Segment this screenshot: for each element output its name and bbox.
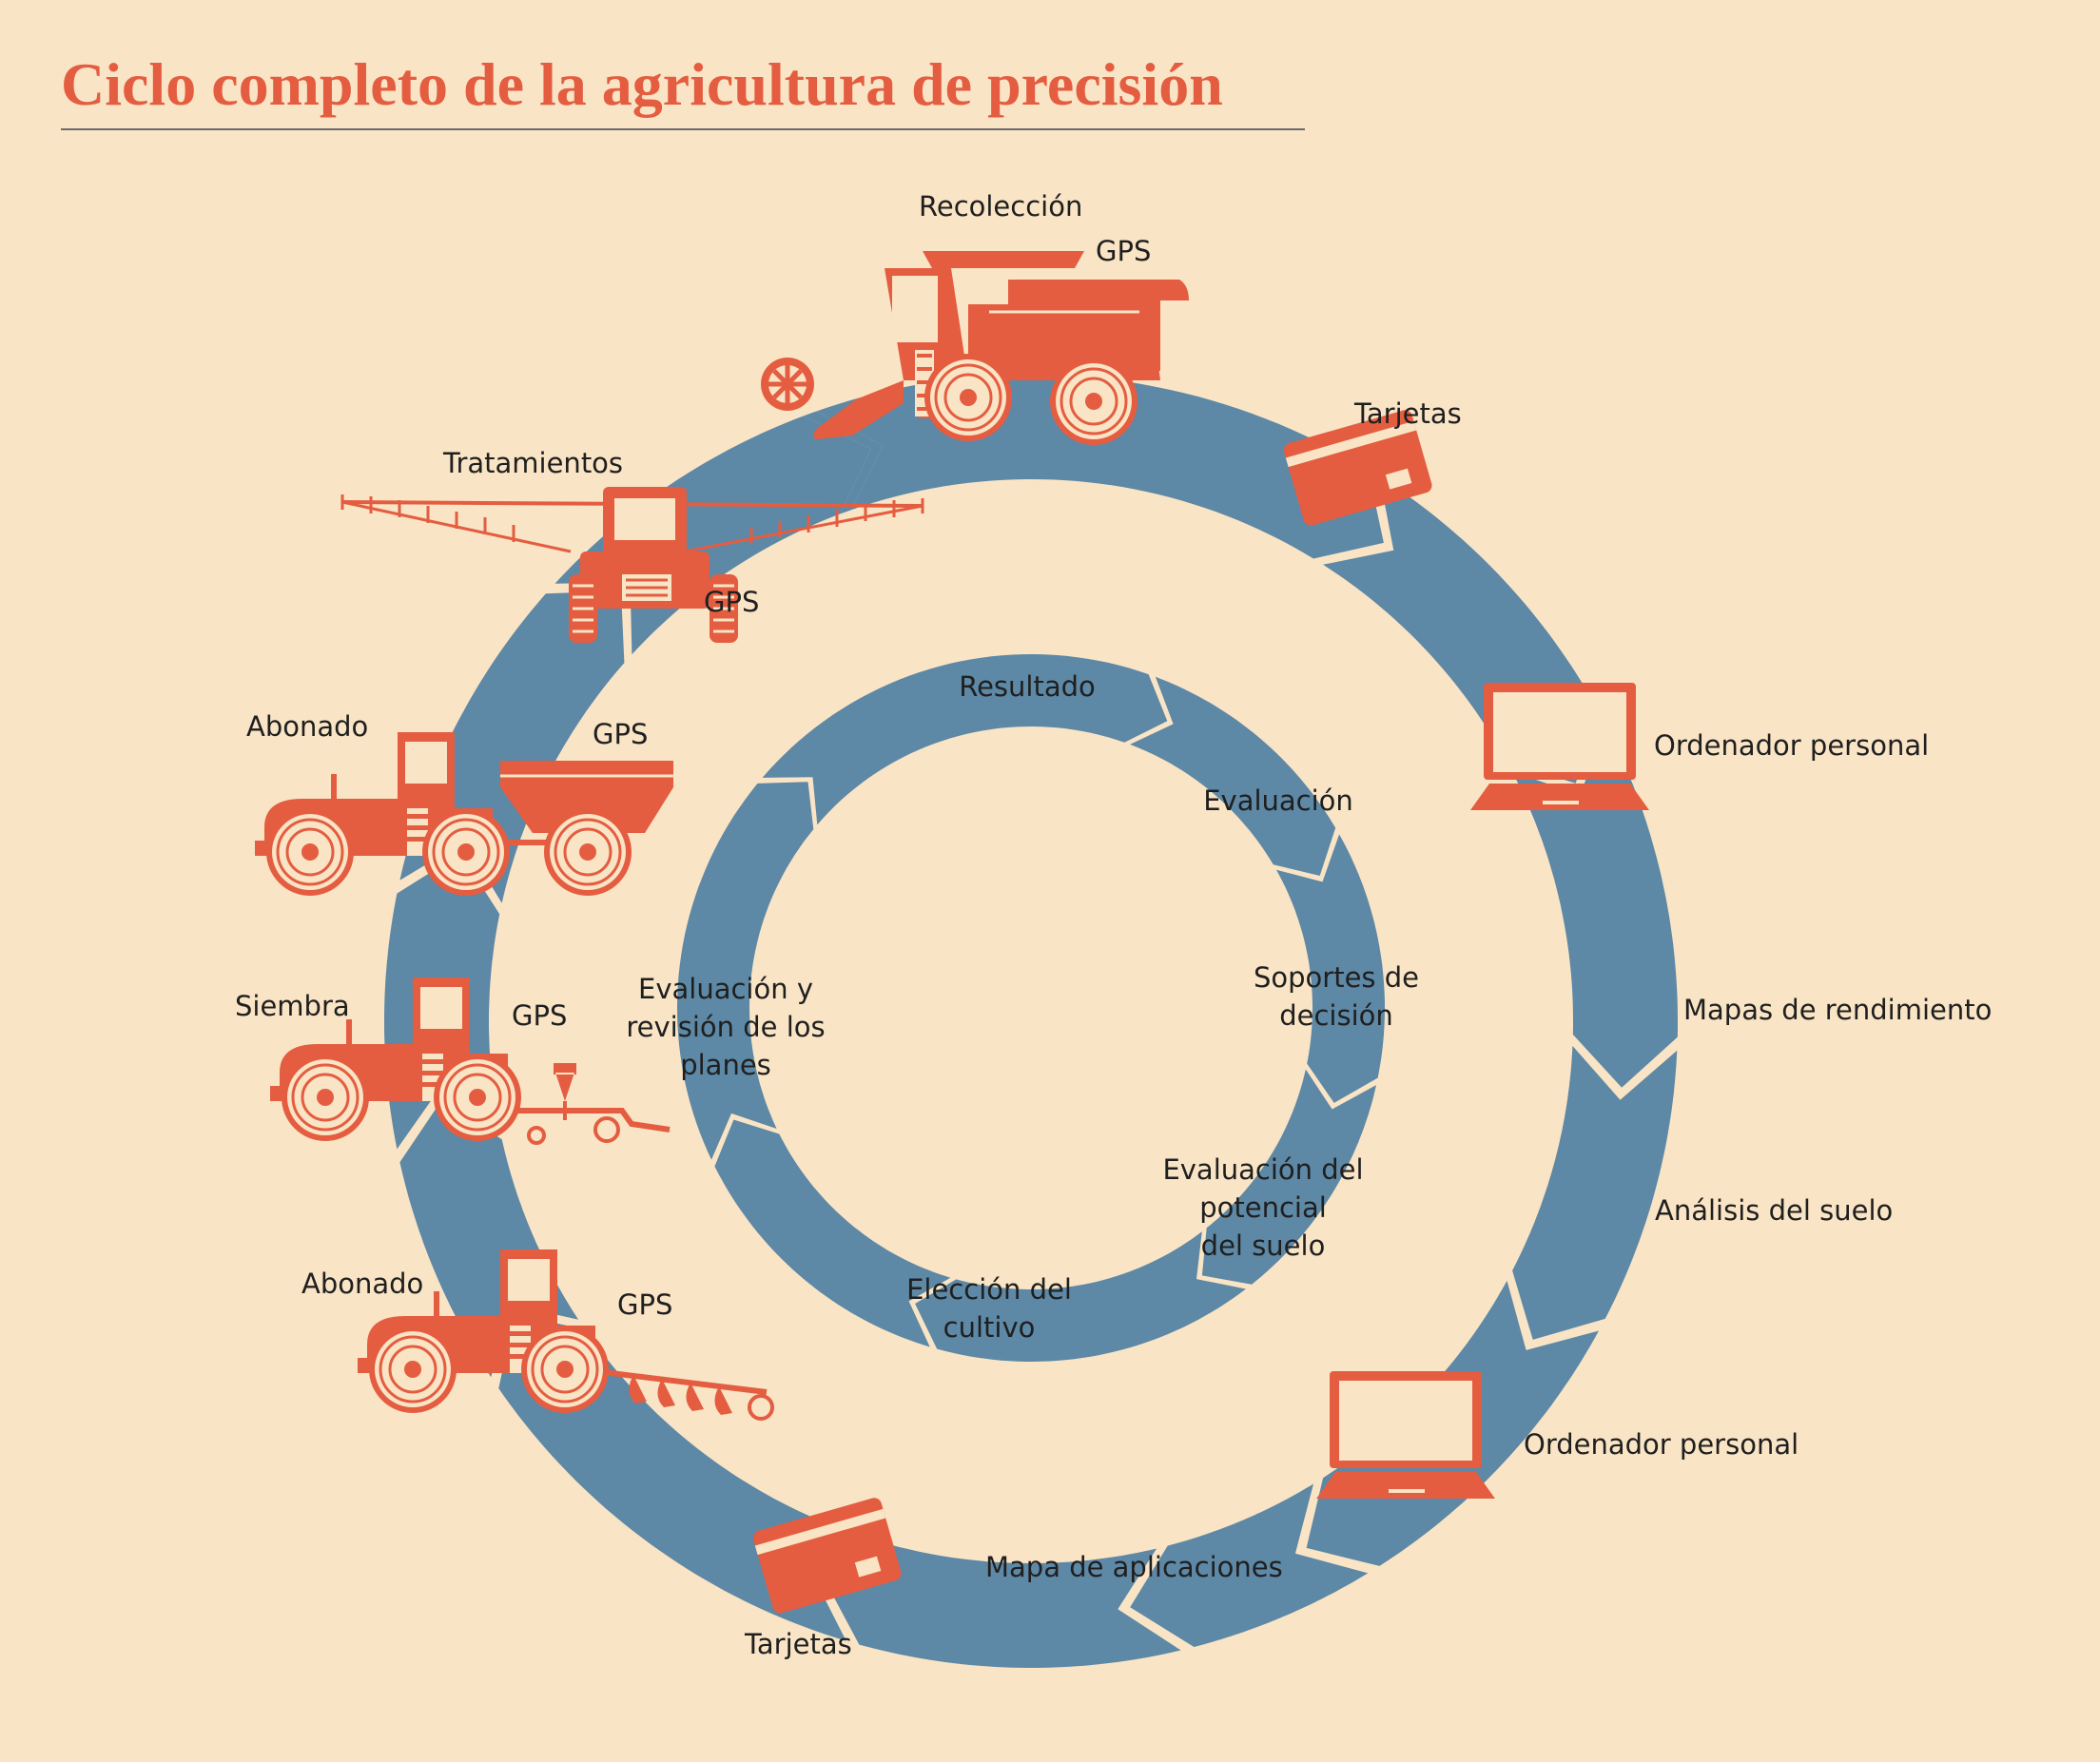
label-abonado-top: Abonado — [246, 710, 369, 743]
tractor-spreader-icon — [255, 732, 673, 898]
outer-ring-segment — [1512, 724, 1678, 1088]
label-soportes-decision: Soportes de decisión — [1253, 961, 1420, 1032]
label-ordenador-bottom: Ordenador personal — [1524, 1428, 1799, 1461]
outer-ring-segment — [803, 411, 884, 514]
label-analisis-suelo: Análisis del suelo — [1655, 1194, 1894, 1227]
label-potencial-suelo: Evaluación del potencial del suelo — [1162, 1153, 1364, 1262]
outer-ring-segment — [1130, 1483, 1369, 1647]
label-recoleccion: Recolección — [919, 190, 1083, 223]
label-evaluacion: Evaluación — [1203, 784, 1353, 817]
inner-ring-segment — [677, 782, 814, 1160]
outer-ring — [384, 375, 1678, 1668]
label-resultado: Resultado — [959, 670, 1096, 703]
label-gps-recoleccion: GPS — [1096, 235, 1152, 267]
title-divider — [61, 128, 1305, 130]
label-tarjetas-top: Tarjetas — [1354, 397, 1462, 430]
label-mapa-aplicaciones: Mapa de aplicaciones — [985, 1551, 1283, 1583]
outer-ring-segment — [1512, 1045, 1678, 1340]
label-abonado-bottom: Abonado — [301, 1268, 424, 1300]
tractor-plough-icon — [358, 1249, 774, 1421]
label-ordenador-top: Ordenador personal — [1654, 729, 1930, 762]
inner-ring-segment — [1201, 1069, 1376, 1285]
label-eleccion-cultivo: Elección del cultivo — [906, 1273, 1072, 1344]
outer-ring-segment — [824, 1543, 1181, 1668]
laptop-icon-bottom — [1316, 1371, 1495, 1499]
laptop-icon-top — [1470, 683, 1649, 810]
inner-ring-segment — [915, 1231, 1246, 1362]
inner-ring — [677, 654, 1385, 1362]
label-mapas-rendimiento: Mapas de rendimiento — [1683, 994, 1993, 1026]
label-gps-abonado-top: GPS — [593, 718, 649, 750]
inner-ring-segment — [1130, 676, 1336, 876]
label-gps-siembra: GPS — [512, 999, 568, 1032]
label-tratamientos: Tratamientos — [443, 447, 624, 479]
label-siembra: Siembra — [235, 990, 350, 1022]
inner-ring-segment — [714, 1119, 951, 1347]
combine-harvester-icon — [761, 251, 1189, 447]
inner-ring-segment — [1275, 834, 1385, 1103]
label-tarjetas-bottom: Tarjetas — [745, 1628, 852, 1660]
tractor-sprayer-icon — [340, 487, 924, 643]
inner-ring-segment — [762, 654, 1168, 825]
label-gps-tratamientos: GPS — [704, 586, 760, 618]
label-revision-planes: Evaluación y revisión de los planes — [626, 973, 826, 1081]
page-title: Ciclo completo de la agricultura de prec… — [61, 50, 1223, 118]
tractor-seeder-icon — [270, 978, 671, 1145]
label-gps-abonado-bottom: GPS — [617, 1288, 673, 1321]
